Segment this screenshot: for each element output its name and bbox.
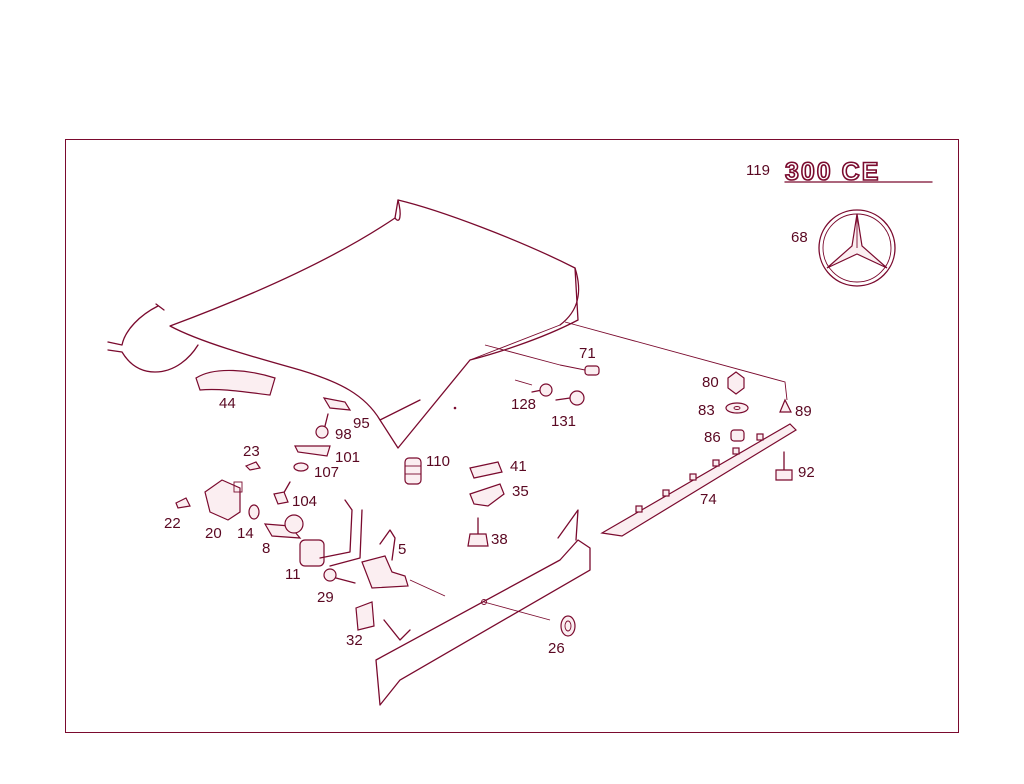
leader-lines bbox=[514, 364, 586, 386]
trunk-lid bbox=[169, 199, 788, 449]
part-101-bracket bbox=[294, 445, 331, 457]
part-44-seal bbox=[195, 369, 276, 396]
part-74-moulding bbox=[600, 423, 797, 537]
label-107: 107 bbox=[314, 464, 339, 481]
label-92: 92 bbox=[798, 464, 815, 481]
part-95-buffer bbox=[322, 397, 352, 411]
label-8: 8 bbox=[262, 540, 270, 557]
label-11: 11 bbox=[285, 566, 301, 583]
part-131-screw bbox=[555, 390, 585, 406]
torsion-bar bbox=[107, 303, 199, 373]
label-98: 98 bbox=[335, 426, 352, 443]
bowden-rod bbox=[319, 499, 363, 567]
part-11-gear bbox=[299, 539, 325, 567]
label-23: 23 bbox=[243, 443, 260, 460]
part-71-pin bbox=[584, 365, 600, 376]
label-44: 44 bbox=[219, 395, 236, 412]
part-26-ring bbox=[560, 615, 576, 637]
part-119-badge: 300 CE bbox=[784, 157, 933, 187]
part-29-bolt bbox=[323, 568, 356, 584]
label-38: 38 bbox=[491, 531, 508, 548]
label-101: 101 bbox=[335, 449, 360, 466]
part-5-actuator bbox=[361, 529, 409, 589]
label-26: 26 bbox=[548, 640, 565, 657]
part-38-bolt bbox=[467, 517, 489, 547]
label-20: 20 bbox=[205, 525, 222, 542]
part-23-clip bbox=[244, 461, 261, 471]
label-35: 35 bbox=[512, 483, 529, 500]
part-22-clip bbox=[175, 497, 191, 509]
part-92-bolt bbox=[775, 451, 793, 481]
part-8-cylinder bbox=[263, 514, 304, 539]
label-128: 128 bbox=[511, 396, 536, 413]
part-110-spring bbox=[404, 457, 422, 485]
label-22: 22 bbox=[164, 515, 181, 532]
label-80: 80 bbox=[702, 374, 719, 391]
label-131: 131 bbox=[551, 413, 576, 430]
label-104: 104 bbox=[292, 493, 317, 510]
label-83: 83 bbox=[698, 402, 715, 419]
part-35-bracket bbox=[469, 483, 505, 507]
label-74: 74 bbox=[700, 491, 717, 508]
part-107-washer bbox=[293, 462, 309, 472]
part-89-clip bbox=[779, 398, 792, 413]
part-labels: 119 68 71 80 83 89 86 92 74 44 95 98 128… bbox=[164, 162, 815, 657]
label-29: 29 bbox=[317, 589, 334, 606]
part-128-screw bbox=[531, 383, 553, 397]
label-5: 5 bbox=[398, 541, 406, 558]
label-32: 32 bbox=[346, 632, 363, 649]
part-80-nut bbox=[727, 371, 745, 395]
label-110: 110 bbox=[426, 453, 450, 470]
label-119: 119 bbox=[746, 162, 770, 179]
part-83-washer bbox=[725, 402, 749, 414]
part-68-star-emblem bbox=[818, 209, 896, 287]
part-20-lock bbox=[204, 479, 243, 521]
rear-panel bbox=[375, 509, 591, 706]
part-86-spacer bbox=[730, 429, 745, 442]
part-14-washer bbox=[248, 504, 260, 520]
label-95: 95 bbox=[353, 415, 370, 432]
part-41-plate bbox=[469, 461, 503, 479]
diagram-frame bbox=[65, 139, 959, 733]
label-68: 68 bbox=[791, 229, 808, 246]
part-32-clip bbox=[355, 601, 375, 631]
label-89: 89 bbox=[795, 403, 812, 420]
part-104-bolt bbox=[273, 481, 291, 505]
label-86: 86 bbox=[704, 429, 721, 446]
label-71: 71 bbox=[579, 345, 596, 362]
label-41: 41 bbox=[510, 458, 527, 475]
label-14: 14 bbox=[237, 525, 254, 542]
part-98-bolt bbox=[315, 413, 329, 439]
